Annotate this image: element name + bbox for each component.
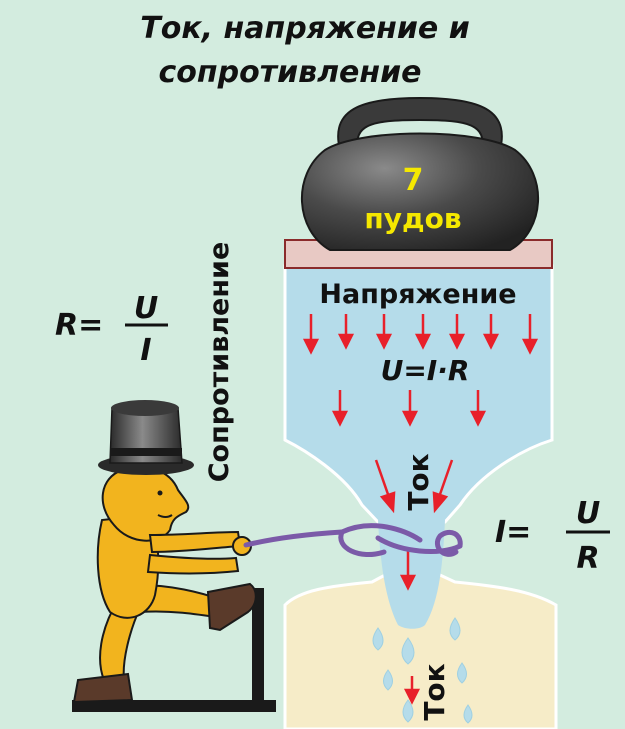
little-man [72, 400, 257, 704]
voltage-label: Напряжение [319, 279, 516, 310]
man-arm-lower [146, 553, 240, 575]
voltage-formula: U=I·R [381, 354, 470, 387]
arrow [482, 314, 500, 350]
resistance-formula-num: U [134, 291, 158, 326]
arrow [403, 676, 421, 705]
arrow [414, 314, 432, 350]
arrow [302, 314, 320, 355]
arrow [375, 314, 393, 350]
hat-top [111, 400, 179, 416]
kettlebell [301, 96, 539, 251]
arrow [432, 459, 454, 514]
water-drops [372, 617, 473, 724]
current-label-bottom: Ток [418, 663, 451, 720]
platform [72, 588, 276, 712]
man-back-boot [72, 672, 134, 704]
lower-vessel [283, 573, 558, 729]
upper-vessel [283, 264, 554, 524]
arrow [399, 550, 417, 591]
current-formula: I= U R [495, 496, 610, 576]
resistance-formula-lhs: R= [55, 308, 103, 343]
title-line-1: Ток, напряжение и [140, 11, 469, 46]
kettlebell-body [301, 132, 539, 251]
pressure-arrows [302, 314, 539, 705]
arrow [337, 314, 355, 350]
man-eye [157, 490, 163, 496]
current-formula-num: U [576, 496, 600, 531]
weight-unit: пудов [364, 202, 461, 235]
man-arm-upper [148, 530, 242, 554]
man-mouth [157, 514, 173, 518]
current-label-neck: Ток [402, 453, 435, 510]
arrow [374, 459, 396, 514]
weight-number: 7 [403, 163, 424, 198]
current-formula-den: R [576, 541, 599, 576]
arrow [401, 390, 419, 427]
man-front-boot [206, 582, 257, 632]
resistance-formula: R= U I [55, 291, 168, 368]
arrow [521, 314, 539, 355]
resistance-label: Сопротивление [204, 242, 235, 483]
arrow [469, 390, 487, 427]
hat-band [110, 448, 182, 456]
resistance-formula-den: I [140, 333, 151, 368]
rope [243, 523, 463, 558]
title-line-2: сопротивление [158, 55, 421, 90]
current-formula-lhs: I= [495, 515, 531, 550]
arrow [331, 390, 349, 427]
arrow [448, 314, 466, 350]
